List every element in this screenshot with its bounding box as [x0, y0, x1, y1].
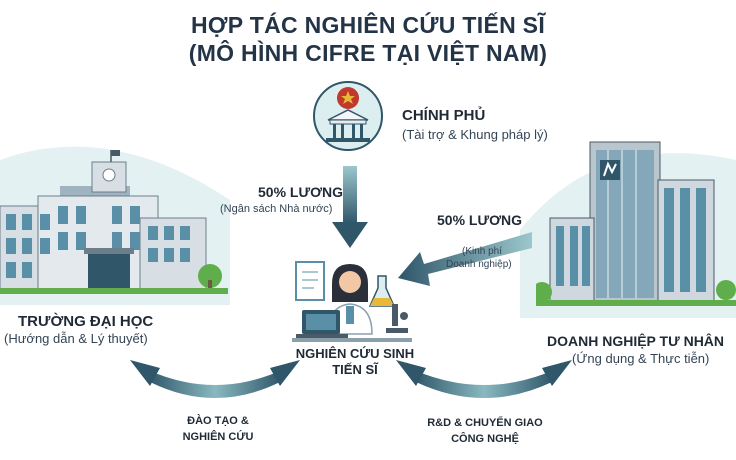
enterprise-link-arrow — [414, 370, 554, 398]
skyscraper-icon — [536, 140, 736, 316]
government-name: CHÍNH PHỦ — [402, 107, 485, 124]
microscope-icon — [386, 304, 408, 333]
uni-link-line1: ĐÀO TẠO & — [170, 415, 266, 427]
flask-icon — [370, 276, 394, 306]
government-role: (Tài trợ & Khung pháp lý) — [402, 127, 548, 142]
uni-link-line2: NGHIÊN CỨU — [170, 431, 266, 443]
gov-salary-amount: 50% LƯƠNG — [258, 184, 343, 200]
diagram-title: HỢP TÁC NGHIÊN CỨU TIẾN SĨ — [0, 12, 736, 39]
university-role: (Hướng dẫn & Lý thuyết) — [4, 331, 148, 346]
university-building-icon — [0, 148, 228, 298]
researcher-icon — [292, 254, 412, 342]
biz-salary-source-line2: Doanh nghiệp) — [446, 259, 512, 270]
university-link-arrow — [148, 370, 282, 398]
enterprise-name: DOANH NGHIỆP TƯ NHÂN — [547, 333, 724, 349]
biz-link-line1: R&D & CHUYỂN GIAO — [410, 417, 560, 429]
biz-salary-source-line1: (Kinh phí — [462, 246, 502, 257]
biz-link-line2: CÔNG NGHỆ — [410, 433, 560, 445]
diagram-subtitle: (MÔ HÌNH CIFRE TẠI VIỆT NAM) — [0, 40, 736, 67]
biz-salary-amount: 50% LƯƠNG — [437, 212, 522, 228]
gov-salary-source: (Ngân sách Nhà nước) — [220, 203, 332, 215]
bottom-links — [0, 356, 736, 436]
university-name: TRƯỜNG ĐẠI HỌC — [18, 313, 153, 330]
government-building-icon — [312, 80, 384, 152]
gov-to-researcher-arrow — [330, 166, 370, 250]
